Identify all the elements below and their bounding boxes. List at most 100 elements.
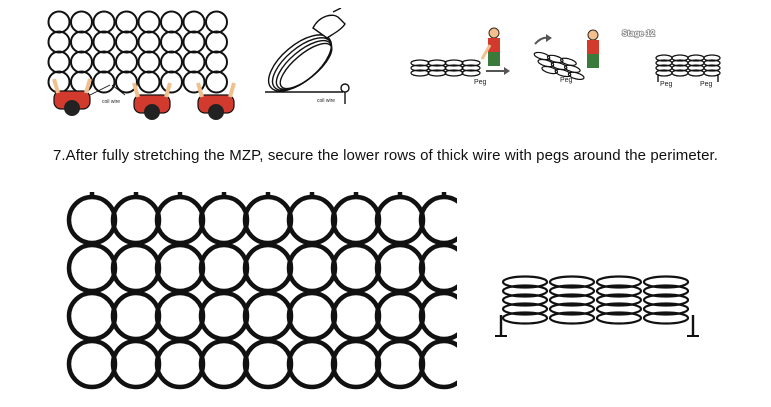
coil-loop — [501, 302, 549, 316]
mesh-ring — [205, 10, 228, 34]
mesh-ring — [374, 338, 426, 390]
coil-loop — [703, 59, 721, 67]
mesh-ring — [160, 10, 183, 34]
mesh-ring — [70, 10, 93, 34]
mesh-ring — [160, 50, 183, 74]
mesh-ring — [182, 10, 206, 34]
coil-loop — [501, 293, 549, 307]
mesh-ring — [110, 194, 162, 246]
coil-loop — [554, 68, 572, 78]
mesh-rings — [47, 10, 228, 94]
coil-loop — [595, 284, 643, 298]
mesh-ring — [66, 194, 118, 246]
mesh-ring — [330, 194, 382, 246]
coil-loop — [548, 284, 596, 298]
coil-loop — [501, 284, 549, 298]
coil-loop — [410, 59, 430, 67]
bottom-wire-label-a: coil wire — [102, 99, 120, 105]
mesh-ring — [66, 290, 118, 342]
svg-text:Stage 12: Stage 12 — [622, 29, 655, 38]
mesh-ring — [198, 290, 250, 342]
mesh-ring — [330, 290, 382, 342]
mesh-stretch-illustration: coil wire — [40, 5, 255, 130]
mesh-ring — [92, 10, 116, 34]
mesh-ring — [205, 70, 228, 94]
mesh-ring — [47, 50, 71, 74]
mesh-ring — [137, 50, 161, 74]
mesh-ring — [242, 338, 294, 390]
mesh-ring — [47, 30, 71, 54]
stage-badge: Stage 12 — [620, 26, 660, 39]
pegged-stack-illustration: Peg Peg — [654, 50, 724, 90]
bottom-wire-label-b: coil wire — [317, 98, 335, 104]
instruction-text: 7.After fully stretching the MZP, secure… — [52, 147, 719, 164]
mesh-ring — [330, 338, 382, 390]
coil-loop — [548, 302, 596, 316]
coil-loop — [642, 311, 690, 325]
coil-loop — [501, 311, 549, 325]
mesh-ring — [92, 30, 116, 54]
mesh-ring — [286, 290, 338, 342]
coil-loop — [703, 64, 721, 72]
worker-figure-b — [587, 29, 599, 68]
mesh-ring — [198, 242, 250, 294]
mesh-ring — [182, 50, 206, 74]
coil-loop — [642, 284, 690, 298]
mesh-ring — [115, 30, 138, 54]
mesh-ring — [154, 338, 206, 390]
mesh-ring — [47, 10, 71, 34]
coil-loop — [703, 54, 721, 62]
mesh-ring — [154, 194, 206, 246]
coil-loop — [548, 275, 596, 289]
person-middle — [132, 82, 172, 120]
stage-illustration: Peg — [530, 22, 625, 87]
mesh-ring — [160, 30, 183, 54]
mesh-ring — [137, 30, 161, 54]
coil-loop — [501, 275, 549, 289]
mesh-ring — [115, 10, 138, 34]
mesh-ring — [182, 70, 206, 94]
coil-loop — [427, 64, 447, 72]
coil-loop — [427, 59, 447, 67]
mesh-ring — [92, 50, 116, 74]
mesh-ring — [286, 194, 338, 246]
coil-loop — [444, 64, 464, 72]
mesh-ring — [110, 242, 162, 294]
mesh-ring — [66, 242, 118, 294]
mesh-ring — [374, 194, 426, 246]
coil-loop — [595, 275, 643, 289]
coil-loop — [461, 69, 481, 77]
mesh-ring — [374, 242, 426, 294]
pegged-layers-side-view — [495, 270, 705, 345]
coil-loop — [642, 293, 690, 307]
coil-hand-illustration: coil wire — [255, 7, 365, 108]
coil-loop — [427, 69, 447, 77]
mesh-ring — [66, 338, 118, 390]
mesh-ring — [198, 194, 250, 246]
mesh-ring — [418, 290, 470, 342]
coil-loop — [595, 293, 643, 307]
coil-loop — [444, 59, 464, 67]
mesh-ring — [286, 242, 338, 294]
mesh-ring — [154, 290, 206, 342]
coil-loop — [548, 311, 596, 325]
pulling-illustration: Peg — [408, 25, 518, 90]
mesh-ring — [205, 30, 228, 54]
mesh-ring — [205, 50, 228, 74]
mesh-ring — [418, 194, 470, 246]
coil-loop — [444, 69, 464, 77]
coil-loop — [461, 59, 481, 67]
coil-loop — [410, 64, 430, 72]
coil-loop — [703, 69, 721, 77]
large-mesh-illustration — [62, 190, 470, 402]
mesh-ring — [242, 290, 294, 342]
mesh-ring — [137, 70, 161, 94]
peg-label-left: Peg — [474, 79, 487, 86]
mesh-ring — [182, 30, 206, 54]
coil-loop — [642, 302, 690, 316]
mesh-ring — [330, 242, 382, 294]
peg-label-mid: Peg — [560, 77, 573, 84]
coil-loop — [595, 311, 643, 325]
mesh-ring — [110, 290, 162, 342]
mesh-ring — [418, 242, 470, 294]
